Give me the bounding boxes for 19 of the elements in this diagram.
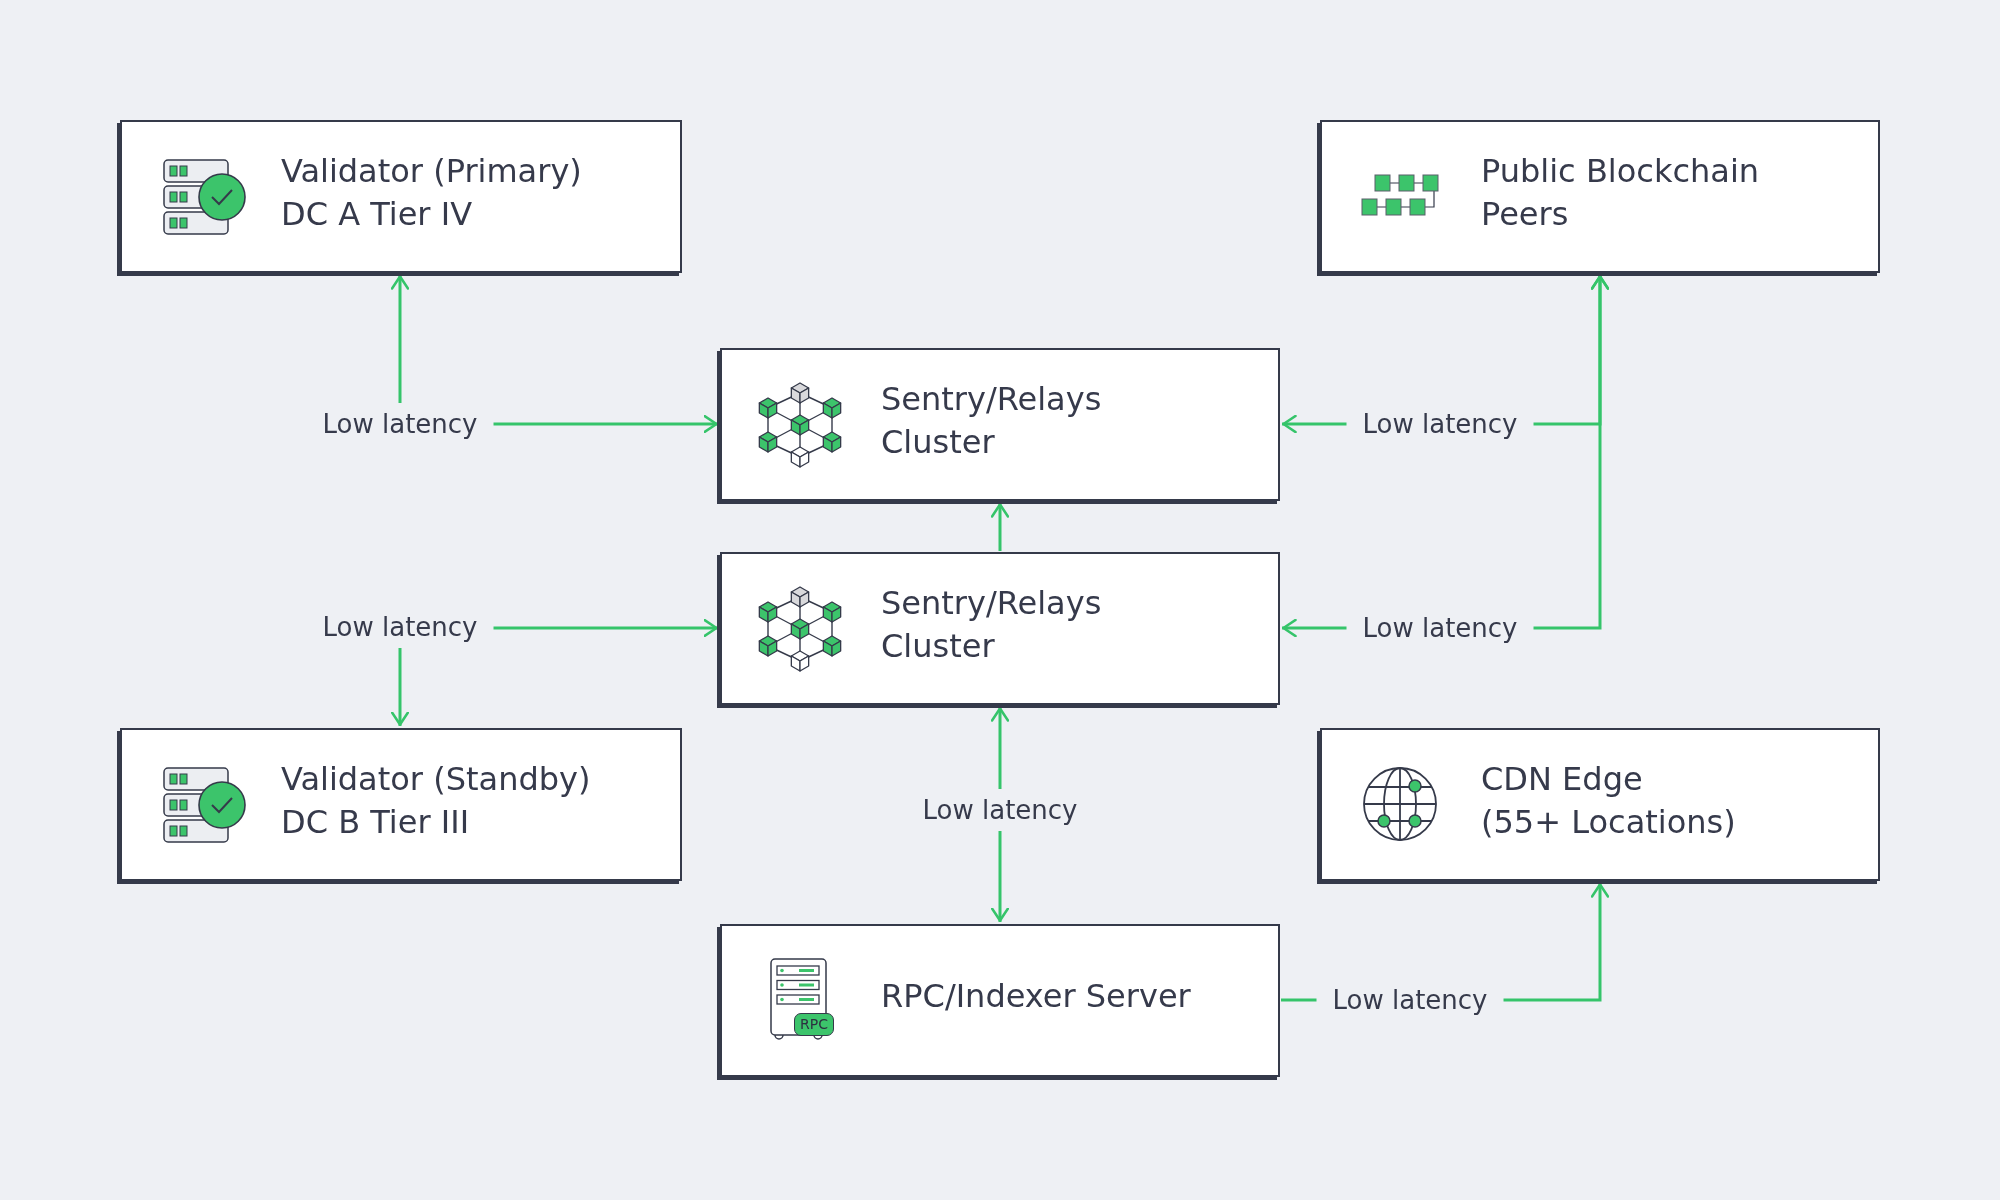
node-label: (55+ Locations) — [1481, 801, 1736, 843]
node-box — [120, 728, 682, 881]
node-label: DC B Tier III — [281, 801, 470, 843]
node-label: DC A Tier IV — [281, 193, 472, 235]
arrow — [990, 503, 1010, 551]
node-label: Sentry/Relays Cluster — [881, 582, 1103, 667]
node-box — [120, 120, 682, 273]
node-label: Sentry/Relays Cluster — [881, 378, 1103, 463]
node-label: CDN Edge — [1481, 758, 1643, 800]
node-box — [1320, 120, 1880, 273]
node-label: RPC/Indexer Server — [881, 976, 1191, 1017]
node-box — [720, 552, 1280, 705]
node-box — [1320, 728, 1880, 881]
node-box — [720, 348, 1280, 501]
node-label: Validator (Primary) — [281, 150, 582, 192]
node-label: Validator (Standby) — [281, 758, 591, 800]
server-tag: RPC — [794, 1013, 834, 1036]
node-label: Public Blockchain Peers — [1481, 150, 1761, 235]
node-box — [720, 924, 1280, 1077]
